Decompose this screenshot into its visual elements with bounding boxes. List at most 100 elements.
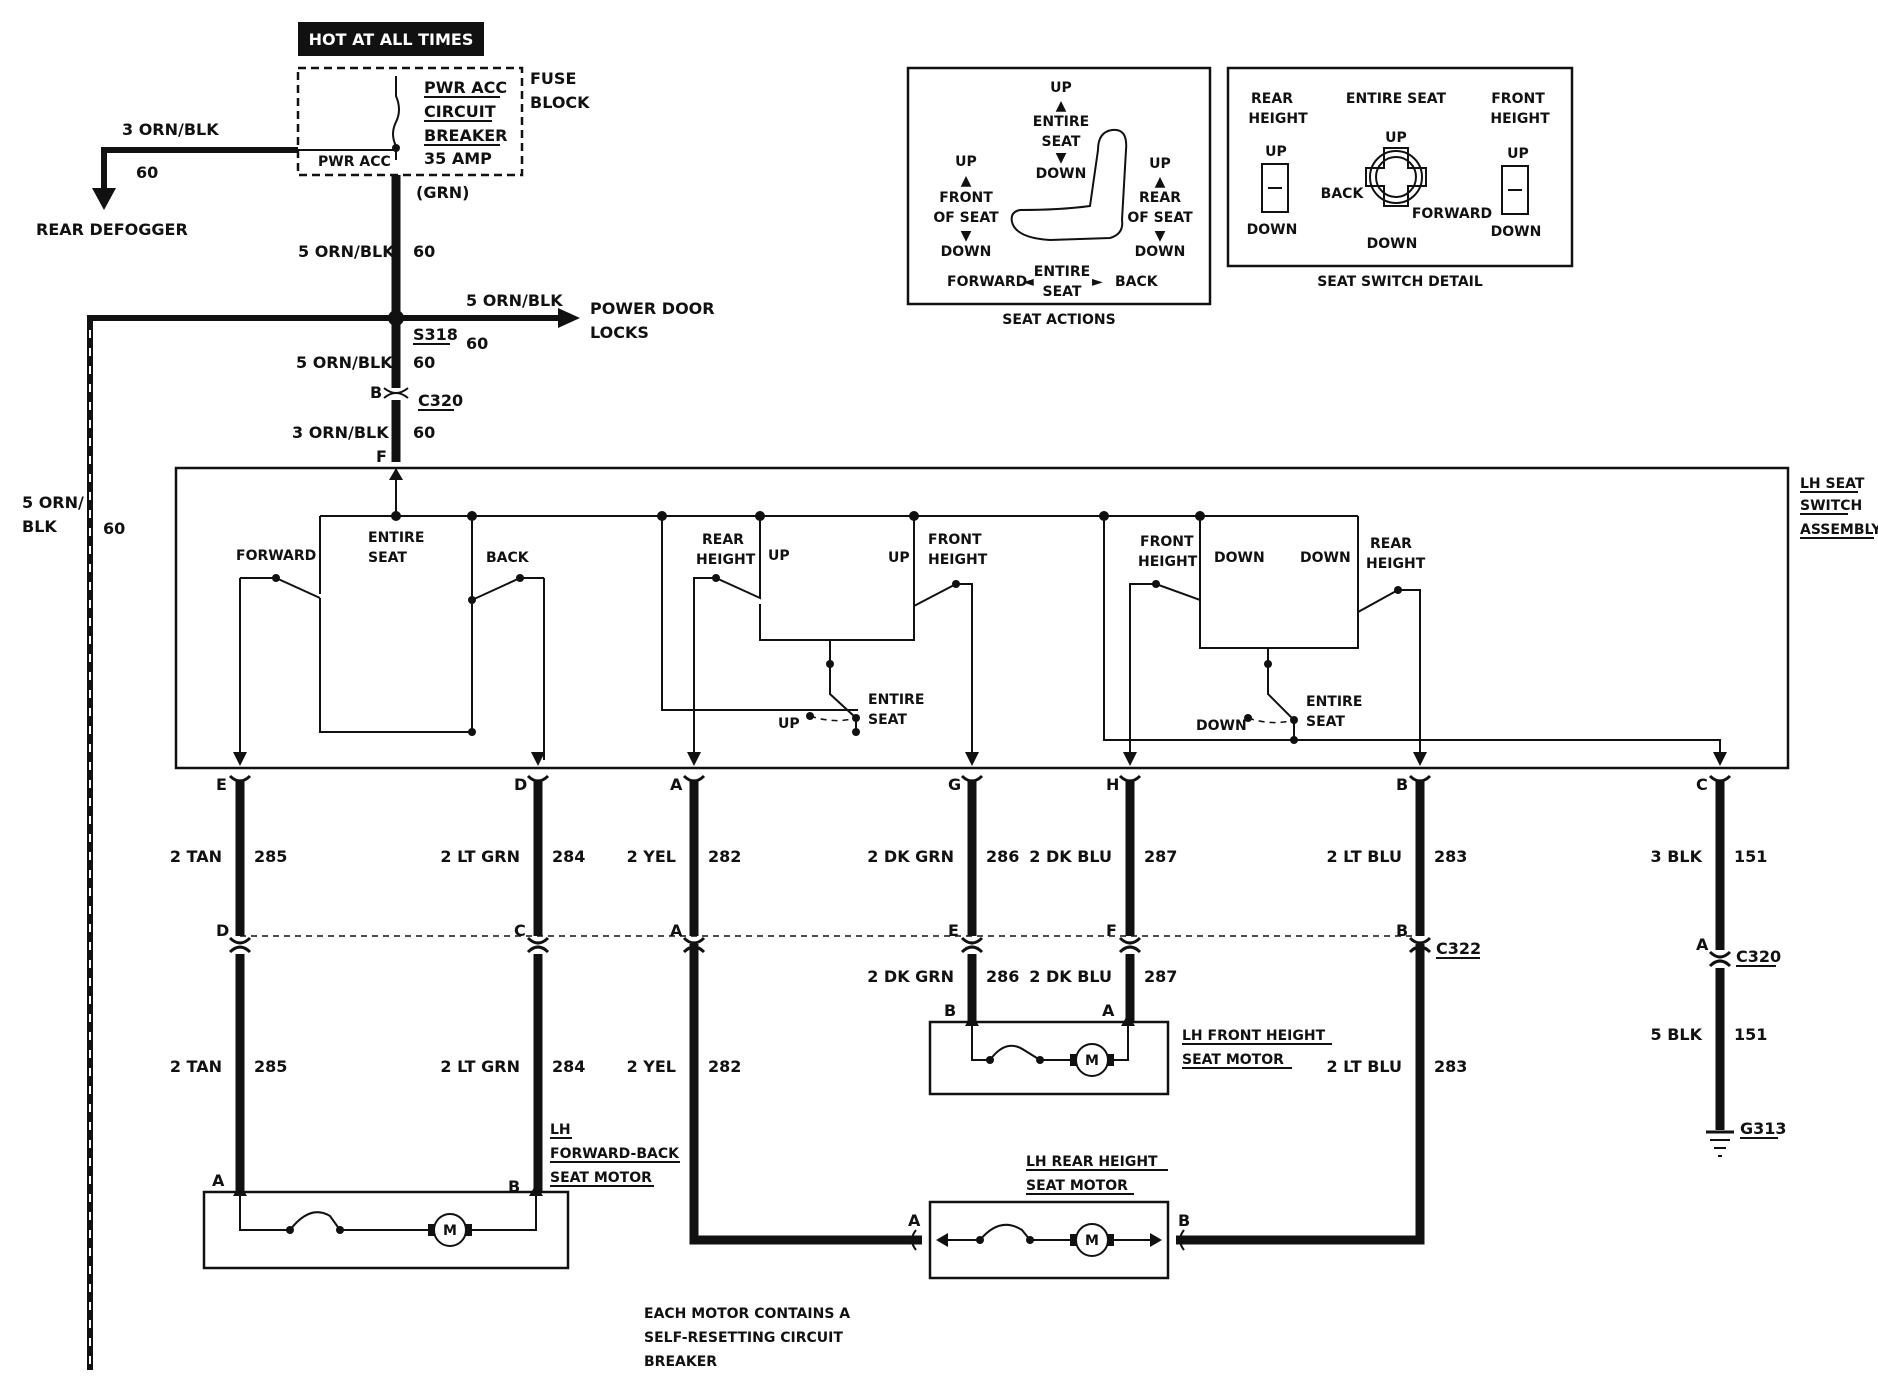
wire-name-lower: 2 LT BLU	[1326, 1057, 1402, 1076]
detail-back: BACK	[1321, 186, 1365, 202]
pin-top-label: D	[514, 775, 527, 794]
wire-name: 2 LT BLU	[1326, 847, 1402, 866]
wire-name: 3 BLK	[1651, 847, 1703, 866]
fb-pin-a: A	[212, 1171, 225, 1190]
switch-up-label: UP	[888, 550, 910, 566]
mid-entire-label: ENTIRE	[868, 692, 924, 708]
feed-arrow	[389, 468, 403, 480]
rh-motor-title: LH REAR HEIGHT	[1026, 1154, 1158, 1170]
front-height-switch-icon	[1501, 165, 1529, 215]
conn-b-label: B	[370, 383, 382, 402]
fh-motor-title: SEAT MOTOR	[1182, 1052, 1284, 1068]
arrow-down-icon	[233, 752, 247, 766]
wire-name-lower: 2 LT GRN	[440, 1057, 520, 1076]
pin-mid-label: D	[216, 921, 229, 940]
breaker-label: BREAKER	[424, 126, 507, 145]
wire-circuit-lower: 282	[708, 1057, 741, 1076]
pin-top-label: H	[1106, 775, 1119, 794]
motor-brush	[428, 1224, 434, 1236]
switch-assembly-title: ASSEMBLY	[1800, 522, 1878, 538]
rh-pin-a: A	[908, 1211, 921, 1230]
connector-symbol	[1118, 936, 1142, 954]
rear-motor-wire-yel	[689, 944, 922, 1245]
seat-actions-box	[906, 66, 1212, 306]
wire-circuit: 284	[552, 847, 585, 866]
arrow-up-icon	[965, 1014, 979, 1026]
switch-assembly-title: LH SEAT	[1800, 476, 1865, 492]
connector-cup	[526, 774, 550, 783]
feed-wire-label: 5 ORN/BLK	[298, 242, 395, 261]
motor-m: M	[1085, 1233, 1099, 1249]
defogger-arrow	[92, 188, 116, 210]
fuse-block-label: FUSE	[530, 69, 576, 88]
left-wire-label: 5 ORN/	[22, 493, 84, 512]
forward-back-motor: M A B LH FORWARD-BACK SEAT MOTOR	[202, 1122, 680, 1270]
wire3-label: 3 ORN/BLK	[292, 423, 389, 442]
switch-entire-label: ENTIRE	[368, 530, 424, 546]
rear-motor-wire-blu	[1176, 944, 1425, 1245]
arrow-down-icon	[687, 752, 701, 766]
fuse-block-box	[296, 66, 524, 177]
wire-circuit-lower: 151	[1734, 1025, 1767, 1044]
wire-circuit: 151	[1734, 847, 1767, 866]
breaker-rating: 35 AMP	[424, 149, 492, 168]
mid-up-label: UP	[778, 716, 800, 732]
door-lock-arrow	[558, 308, 580, 328]
right-entire-switch	[1267, 648, 1295, 740]
seat-actions-rear-down: DOWN	[1135, 244, 1186, 260]
switch-up-label: UP	[768, 548, 790, 564]
connector-cup	[228, 774, 252, 783]
seat-actions-front-down: DOWN	[941, 244, 992, 260]
arrow-right-icon: ►	[1092, 274, 1103, 290]
seat-switch-detail-caption: SEAT SWITCH DETAIL	[1317, 274, 1483, 290]
pin-mid-label: A	[670, 921, 683, 940]
hot-label-box	[298, 22, 484, 56]
wire-name: 2 YEL	[627, 847, 676, 866]
seat-icon	[1010, 128, 1128, 242]
seat-actions-down: DOWN	[1036, 166, 1087, 182]
left-wire-label: BLK	[22, 517, 57, 536]
seat-actions-entire-h: SEAT	[1043, 284, 1082, 300]
front-height-motor: M B A LH FRONT HEIGHT SEAT MOTOR	[928, 1001, 1332, 1096]
detail-front-down: DOWN	[1491, 224, 1542, 240]
seat-actions-forward: FORWARD	[947, 274, 1027, 290]
wire-name-lower: 2 DK GRN	[867, 967, 954, 986]
seat-actions-rear: OF SEAT	[1127, 210, 1193, 226]
wire-circuit: 282	[708, 847, 741, 866]
pin-top-label: G	[948, 775, 961, 794]
arrow-up-icon: ▲	[961, 173, 972, 189]
right-dash	[1247, 717, 1295, 724]
splice-label: S318	[413, 325, 458, 344]
pin-top-label: A	[670, 775, 683, 794]
seat-actions-up: UP	[1050, 80, 1072, 96]
pin-top-label: B	[1396, 775, 1408, 794]
wire-circuit: 283	[1434, 847, 1467, 866]
pin-top-label: E	[216, 775, 227, 794]
right-front-switch	[1129, 516, 1201, 760]
connector-symbol	[960, 936, 984, 954]
seat-actions-entire: ENTIRE	[1033, 114, 1089, 130]
fb-motor-title: FORWARD-BACK	[550, 1146, 680, 1162]
ground-label: G313	[1740, 1119, 1787, 1138]
arrow-down-icon: ▼	[1155, 228, 1166, 244]
ground-g313: G313	[1706, 1119, 1787, 1157]
connector-cup	[1708, 774, 1732, 783]
arrow-down-icon	[1123, 752, 1137, 766]
switch-assembly-title: SWITCH	[1800, 498, 1862, 514]
switch-down-label: DOWN	[1214, 550, 1265, 566]
mid-left-bus	[661, 516, 858, 711]
switch-front-height-r: HEIGHT	[1138, 554, 1198, 570]
switch-forward-label: FORWARD	[236, 548, 316, 564]
wire2-label: 5 ORN/BLK	[296, 353, 393, 372]
arrow-left-icon: ◄	[1023, 274, 1034, 290]
entire-seat-knob	[1369, 150, 1423, 204]
arrow-down-icon	[531, 752, 545, 766]
right-entire-label: SEAT	[1306, 714, 1345, 730]
door-wire-label: 5 ORN/BLK	[466, 291, 563, 310]
lh-seat-switch-assembly: LH SEAT SWITCH ASSEMBLY FORWARD ENTIRE S…	[174, 466, 1878, 770]
connector-cup	[682, 774, 706, 783]
connector-symbol	[1708, 950, 1732, 968]
detail-rear-height: HEIGHT	[1248, 111, 1308, 127]
switch-rear-height-r: HEIGHT	[1366, 556, 1426, 572]
